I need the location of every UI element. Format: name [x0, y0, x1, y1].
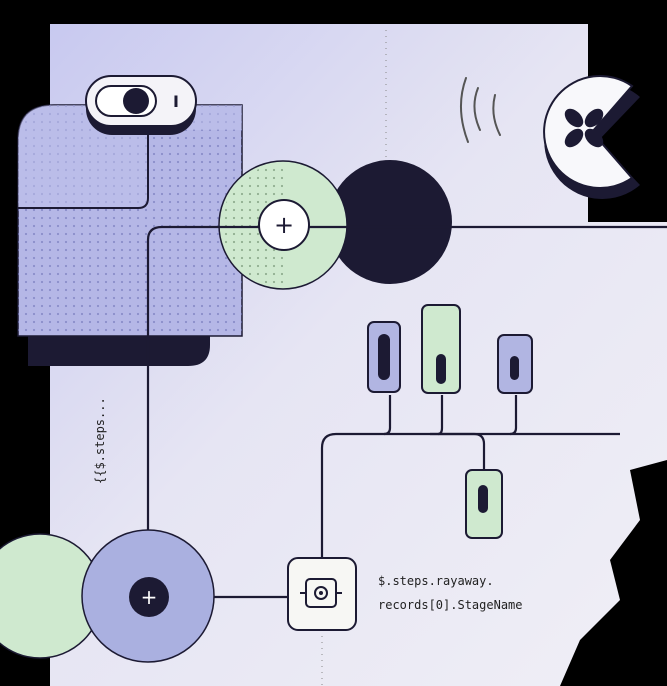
chip-node[interactable]	[287, 557, 357, 631]
slider-pill-2[interactable]	[421, 304, 461, 394]
card-inner-panel	[18, 105, 242, 208]
connector-line	[18, 128, 149, 209]
signal-arcs	[459, 77, 501, 143]
add-node-button-bottom[interactable]: +	[129, 577, 169, 617]
toggle-switch[interactable]: I	[85, 75, 197, 135]
slider-pill-1[interactable]	[367, 321, 401, 393]
expression-line-2: records[0].StageName	[378, 598, 523, 612]
plus-icon: +	[141, 585, 158, 609]
dark-circle	[328, 160, 452, 284]
plus-icon: +	[274, 211, 294, 239]
slider-pill-4[interactable]	[465, 469, 503, 539]
add-node-button-top[interactable]: +	[258, 199, 310, 251]
toggle-mark: I	[173, 92, 179, 111]
pinwheel-badge[interactable]	[543, 75, 640, 200]
chip-icon	[300, 578, 342, 608]
steps-annotation: {{$.steps...	[93, 397, 107, 484]
wiring	[146, 225, 667, 599]
expression-line-1: $.steps.rayaway.	[378, 574, 494, 588]
slider-pill-3[interactable]	[497, 334, 533, 394]
pinwheel-icon	[564, 108, 604, 148]
toggle-knob	[123, 88, 149, 114]
